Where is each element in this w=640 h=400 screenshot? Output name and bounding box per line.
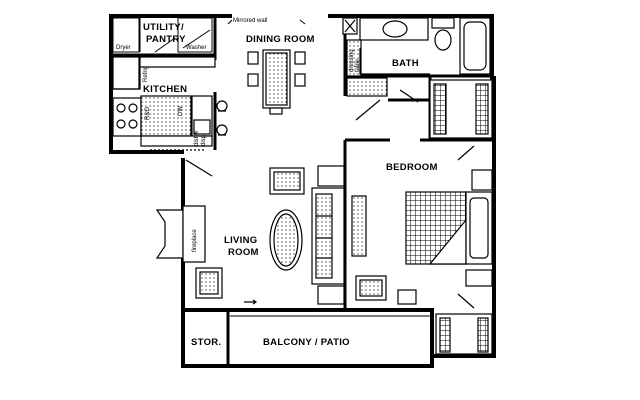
dryer-label: Dryer <box>116 45 131 51</box>
kitchen-fixtures <box>112 56 228 151</box>
interior-walls <box>111 16 494 364</box>
disp-label-2: disp. <box>201 133 207 146</box>
bedroom-furniture <box>351 145 493 355</box>
disp-label-1: dishw <box>194 130 200 146</box>
fireplace-label: fireplace <box>192 229 198 252</box>
washer-label: Washer <box>186 45 206 51</box>
room-label-living-1: LIVING <box>224 235 257 246</box>
utility-pantry <box>112 17 213 53</box>
room-label-bedroom: BEDROOM <box>386 162 438 173</box>
closet-upper <box>355 79 493 139</box>
bath-fixtures <box>342 17 491 97</box>
living-furniture <box>155 159 345 305</box>
range-oven-label: R&O <box>145 107 151 120</box>
dining-table <box>247 49 306 115</box>
room-label-balcony: BALCONY / PATIO <box>263 337 350 348</box>
room-label-kitchen: KITCHEN <box>143 84 187 95</box>
room-label-living-2: ROOM <box>228 247 259 258</box>
dressing-label-2: table <box>355 58 361 72</box>
dressing-label-1: dressing <box>349 49 355 72</box>
room-label-dining: DINING ROOM <box>246 34 315 45</box>
room-label-storage: STOR. <box>191 337 221 348</box>
dw-label: DW <box>178 106 184 116</box>
room-label-bath: BATH <box>392 58 419 69</box>
room-label-pantry: PANTRY <box>146 34 186 45</box>
mirrored-wall-label: Mirrored wall <box>233 18 267 24</box>
refrig-label: Refrig <box>143 66 149 82</box>
room-label-utility: UTILITY/ <box>143 22 184 33</box>
